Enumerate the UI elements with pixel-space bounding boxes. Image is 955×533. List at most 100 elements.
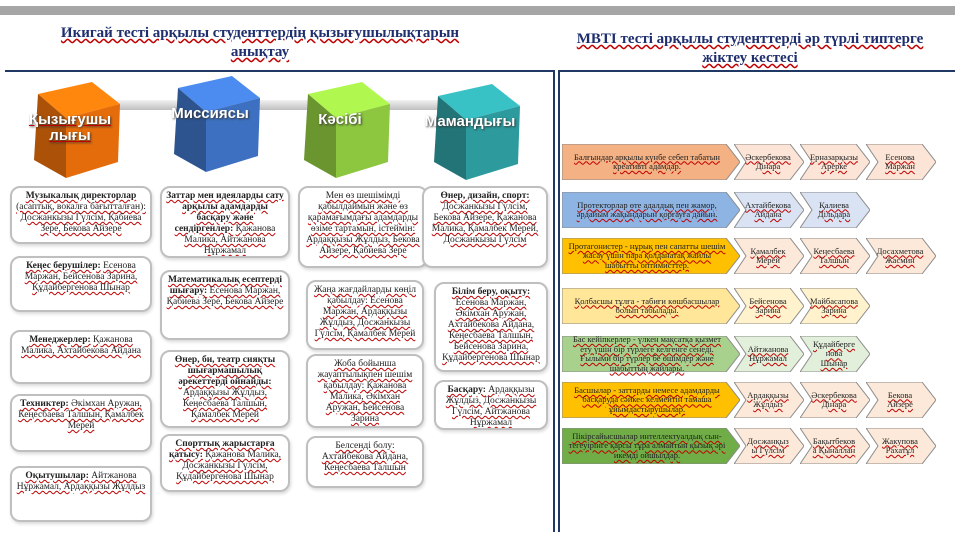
box-heading: Өнер, дизайн, спорт:	[440, 191, 530, 201]
right-title: MBTI тесті арқылы студенттерді әр түрлі …	[576, 31, 924, 66]
student-name: Әскербекова Дінара	[811, 389, 857, 409]
student-name-chevron: Айтжанова Нұржамал	[734, 336, 804, 372]
box-heading: Менеджерлер:	[29, 335, 91, 345]
col1-box: Кеңес берушілер: Есенова Маржан, Бейсено…	[10, 256, 152, 312]
mbti-type-chevron: Қолбасшы тұлға - табиғи көшбасшылар болы…	[562, 288, 740, 324]
mbti-type-chevron: Пікірсайысшылар интеллектуалдық сын-теге…	[562, 428, 740, 464]
student-name: Бекова Айзере	[887, 389, 913, 409]
box-text: Қажанова Малика, Досжанкызы Гүлсім, Құда…	[176, 450, 282, 482]
mbti-row: Басшылар - заттарды немесе адамдарды бас…	[562, 382, 952, 418]
mbti-type-desc: Бас кейіпкерлер - үлкен мақсатқа қызмет …	[572, 334, 722, 373]
student-name: Құдайберге нова Шынар	[813, 338, 855, 368]
mbti-row: Протагонистер - нұрық пен сапатты шешім …	[562, 238, 952, 274]
box-text: Айтжанова Нұржамал, Ардаққызы Жұлдыз	[16, 471, 146, 492]
student-name: Қамалбек Мерей	[750, 245, 786, 265]
cube-shape	[174, 76, 260, 172]
cube-shape	[434, 84, 520, 180]
mbti-row: Протекторлар өте адалдық пен жамор, әрда…	[562, 192, 952, 228]
box-text: Ардаққызы Жұлдыз, Кеңесбаева Талшын, Қам…	[182, 388, 268, 420]
col2-box: Спорттық жарыстарға қатысу: Қажанова Мал…	[160, 434, 290, 492]
student-name-chevron: Әскербекова Дінара	[734, 144, 804, 180]
cube-1: Қызығушы лығы	[20, 82, 130, 182]
box-text: Есенова Маржан, Қабиева Зере, Бекова Айз…	[166, 286, 284, 307]
student-name-chevron: Есенова Маржан	[866, 144, 936, 180]
cube-shape	[304, 82, 390, 178]
top-divider-bar	[0, 6, 955, 15]
mbti-row: Пікірсайысшылар интеллектуалдық сын-теге…	[562, 428, 952, 464]
box-text: (асаптық, вокалға бағытталған): Досжанкы…	[16, 202, 146, 234]
col3-box: Белсенді болу: Ахтайбекова Айдана, Кеңес…	[306, 436, 424, 488]
box-heading: Музыкалық директорлар	[25, 191, 137, 201]
col2-box: Математикалық есептерді шығару: Есенова …	[160, 270, 290, 340]
student-name-chevron: Ахтайбекова Айдана	[734, 192, 804, 228]
student-name: Ардаққызы Жұлдыз	[747, 389, 789, 409]
mbti-type-desc: Пікірсайысшылар интеллектуалдық сын-теге…	[568, 430, 726, 460]
col3-box: Жоба бойынша жауаптылықпен шешім қабылда…	[306, 354, 424, 428]
col1-box: Музыкалық директорлар (асаптық, вокалға …	[10, 186, 152, 244]
student-name-chevron: Жакупова Рахатұл	[866, 428, 936, 464]
col1-box: Оқытушылар: Айтжанова Нұржамал, Ардаққыз…	[10, 466, 152, 522]
col3-box: Мен өз шешімімді қабылдаймын және өз қар…	[298, 186, 428, 268]
student-name-chevron: Қамалбек Мерей	[734, 238, 804, 274]
box-text: Қажанова Малика, Ахтайбекова Айдана	[20, 335, 141, 356]
mbti-type-chevron: Протагонистер - нұрық пен сапатты шешім …	[562, 238, 740, 274]
mbti-type-chevron: Басшылар - заттарды немесе адамдарды бас…	[562, 382, 740, 418]
student-name: Бақытбеков а Қыналлан	[812, 435, 856, 455]
box-heading: Басқару:	[447, 385, 486, 395]
student-name-chevron: Бекова Айзере	[866, 382, 936, 418]
mbti-type-desc: Протекторлар өте адалдық пен жамор, әрда…	[576, 199, 718, 219]
mbti-row: Қолбасшы тұлға - табиғи көшбасшылар болы…	[562, 288, 952, 324]
box-text: Мен өз шешімімді қабылдаймын және өз қар…	[306, 191, 420, 256]
cube-label: Миссиясы	[171, 105, 249, 122]
student-name-chevron: Бақытбеков а Қыналлан	[800, 428, 870, 464]
col4-box: Білім беру, оқыту: Есенова Маржан, Әкімх…	[434, 282, 548, 372]
mbti-panel	[558, 70, 955, 532]
student-name: Қалиева Дільдара	[817, 199, 851, 219]
box-text: Белсенді болу: Ахтайбекова Айдана, Кеңес…	[321, 441, 409, 473]
student-name: Досжанқыз ы Гүлсім	[747, 435, 789, 455]
box-heading: Өнер, би, театр сияқты шығармашылық әрек…	[174, 355, 276, 387]
box-heading: Математикалық есептерді шығару:	[167, 275, 282, 296]
student-name: Ерназарқызы Арерке	[809, 151, 859, 171]
ikigai-panel	[5, 70, 555, 532]
box-heading: Техниктер:	[20, 399, 69, 409]
student-name-chevron: Ардаққызы Жұлдыз	[734, 382, 804, 418]
box-text: Досжанкызы Гүлсім, Бекова Айзере, Қажано…	[431, 202, 539, 245]
student-name: Ахтайбекова Айдана	[745, 199, 791, 219]
student-name-chevron: Құдайберге нова Шынар	[800, 336, 870, 372]
box-text: Есенова Маржан, Әкімхан Аружан, Ахтайбек…	[442, 298, 540, 363]
student-name-chevron: Бейсенова Зарина	[734, 288, 804, 324]
student-name: Айтжанова Нұржамал	[747, 343, 789, 363]
col3-box: Жаңа жағдайларды көңіл қабылдау: Есенова…	[306, 280, 424, 350]
mbti-type-desc: Протагонистер - нұрық пен сапатты шешім …	[568, 240, 726, 270]
student-name-chevron: Досахметова Жасмин	[866, 238, 936, 274]
mbti-type-desc: Қолбасшы тұлға - табиғи көшбасшылар болы…	[574, 295, 720, 315]
mbti-row: Бас кейіпкерлер - үлкен мақсатқа қызмет …	[562, 334, 952, 373]
mbti-type-chevron: Протекторлар өте адалдық пен жамор, әрда…	[562, 192, 740, 228]
mbti-type-desc: Басшылар - заттарды немесе адамдарды бас…	[574, 384, 720, 414]
cube-label: Қызығушы лығы	[28, 111, 112, 144]
box-heading: Кеңес берушілер:	[26, 261, 101, 271]
box-text: Әкімхан Аружан, Кеңесбаева Талшын, Қамал…	[18, 399, 144, 431]
student-name-chevron: Қалиева Дільдара	[800, 192, 870, 228]
student-name: Жакупова Рахатұл	[882, 435, 918, 455]
box-text: Жаңа жағдайларды көңіл қабылдау: Есенова…	[314, 285, 416, 339]
col1-box: Менеджерлер: Қажанова Малика, Ахтайбеков…	[10, 330, 152, 384]
mbti-type-desc: Балғындар арқылы күнбе себеп табатын кре…	[574, 151, 720, 171]
box-heading: Білім беру, оқыту:	[451, 287, 531, 297]
col4-box: Өнер, дизайн, спорт: Досжанкызы Гүлсім, …	[422, 186, 548, 268]
student-name: Есенова Маржан	[885, 151, 915, 171]
box-heading: Заттар мен идеяларды сату арқылы адамдар…	[166, 191, 284, 234]
student-name-chevron: Кеңесбаева Талшын	[800, 238, 870, 274]
box-text: Ардаққызы Жұлдыз, Досжанкызы Гүлсім, Айт…	[445, 385, 537, 428]
left-title: Икигай тесті арқылы студенттердің қызығу…	[60, 25, 460, 60]
cube-connector-bar	[100, 100, 480, 110]
col1-box: Техниктер: Әкімхан Аружан, Кеңесбаева Та…	[10, 394, 152, 452]
col4-box: Басқару: Ардаққызы Жұлдыз, Досжанкызы Гү…	[434, 380, 548, 430]
cube-4: Мамандығы	[420, 84, 530, 184]
col2-box: Өнер, би, театр сияқты шығармашылық әрек…	[160, 350, 290, 428]
student-name: Бейсенова Зарина	[749, 295, 787, 315]
cube-label: Мамандығы	[424, 113, 516, 130]
student-name-chevron: Майбасапова Зарина	[800, 288, 870, 324]
col2-box: Заттар мен идеяларды сату арқылы адамдар…	[160, 186, 290, 258]
